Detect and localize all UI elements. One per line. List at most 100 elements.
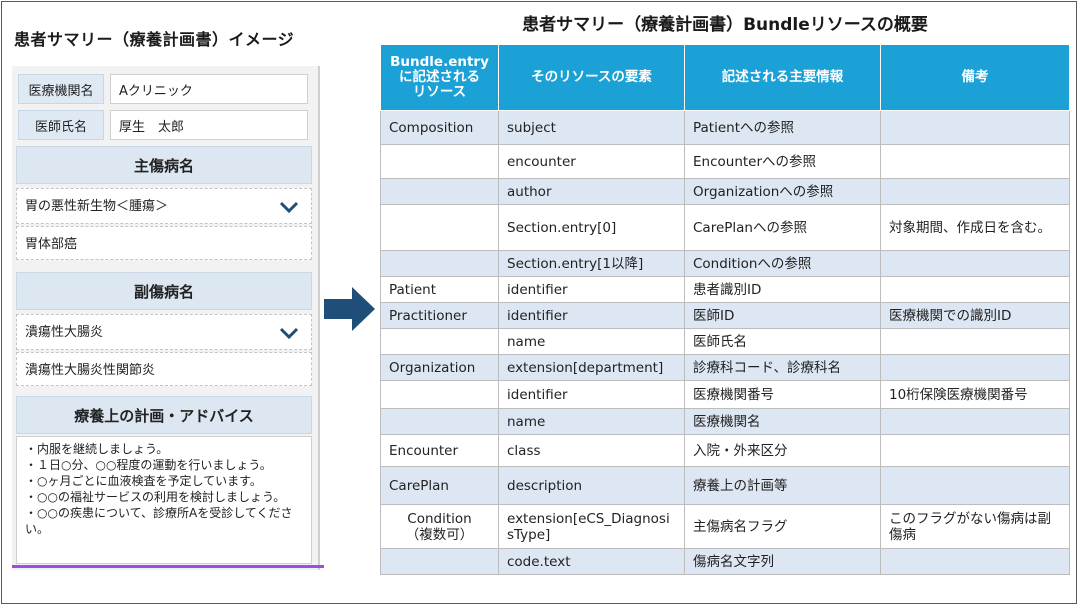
cell-resource (380, 250, 499, 277)
cell-element: encounter (498, 144, 685, 179)
cell-info: Organizationへの参照 (684, 178, 881, 205)
cell-note (880, 328, 1070, 355)
institution-label: 医療機関名 (18, 74, 104, 104)
cell-resource (380, 548, 499, 575)
cell-element: identifier (498, 302, 685, 329)
advice-textarea[interactable]: ・内服を継続しましょう。 ・１日○分、○○程度の運動を行いましょう。 ・○ヶ月ご… (16, 436, 312, 564)
cell-resource: CarePlan (380, 466, 499, 505)
cell-resource: Patient (380, 276, 499, 303)
table-row: Section.entry[0]CarePlanへの参照対象期間、作成日を含む。 (380, 204, 1070, 251)
cell-info: 入院・外来区分 (684, 434, 881, 467)
cell-note (880, 354, 1070, 381)
header-note: 備考 (880, 44, 1070, 111)
cell-info: 療養上の計画等 (684, 466, 881, 505)
cell-note: 10桁保険医療機関番号 (880, 380, 1070, 409)
cell-element: identifier (498, 380, 685, 409)
cell-info: CarePlanへの参照 (684, 204, 881, 251)
doctor-row: 医師氏名 厚生 太郎 (18, 110, 308, 140)
cell-element: name (498, 328, 685, 355)
cell-info: Encounterへの参照 (684, 144, 881, 179)
header-element: そのリソースの要素 (498, 44, 685, 111)
cell-resource (380, 380, 499, 409)
cell-resource (380, 178, 499, 205)
cell-note: 医療機関での識別ID (880, 302, 1070, 329)
cell-element: code.text (498, 548, 685, 575)
cell-resource (380, 144, 499, 179)
cell-element: class (498, 434, 685, 467)
right-title: 患者サマリー（療養計画書）Bundleリソースの概要 (522, 15, 928, 35)
cell-element: extension[eCS_DiagnosisType] (498, 504, 685, 549)
cell-resource (380, 408, 499, 435)
left-title: 患者サマリー（療養計画書）イメージ (14, 30, 295, 49)
panel-underline (12, 565, 324, 568)
chevron-down-icon[interactable] (279, 200, 299, 214)
advice-line: ・内服を継続しましょう。 (25, 442, 169, 456)
table-row: Condition （複数可）extension[eCS_DiagnosisTy… (380, 504, 1070, 549)
advice-line: ・○○の疾患について、診療所Aを受診してください。 (25, 506, 293, 536)
cell-info: 傷病名文字列 (684, 548, 881, 575)
cell-note (880, 548, 1070, 575)
cell-resource: Organization (380, 354, 499, 381)
cell-resource: Practitioner (380, 302, 499, 329)
sub-disease-header: 副傷病名 (16, 272, 312, 310)
cell-info: 医療機関番号 (684, 380, 881, 409)
cell-note (880, 434, 1070, 467)
cell-element: identifier (498, 276, 685, 303)
cell-element: subject (498, 110, 685, 145)
advice-line: ・１日○分、○○程度の運動を行いましょう。 (25, 458, 272, 472)
cell-info: 医師氏名 (684, 328, 881, 355)
cell-note: このフラグがない傷病は副傷病 (880, 504, 1070, 549)
cell-resource: Condition （複数可） (380, 504, 499, 549)
cell-note: 対象期間、作成日を含む。 (880, 204, 1070, 251)
cell-info: 患者識別ID (684, 276, 881, 303)
cell-info: Conditionへの参照 (684, 250, 881, 277)
header-resource: Bundle.entry に記述される リソース (380, 44, 499, 111)
cell-info: 医師ID (684, 302, 881, 329)
sub-disease-select[interactable]: 潰瘍性大腸炎 (16, 314, 312, 350)
cell-info: 医療機関名 (684, 408, 881, 435)
cell-note (880, 250, 1070, 277)
institution-row: 医療機関名 Aクリニック (18, 74, 308, 104)
chevron-down-icon[interactable] (279, 326, 299, 340)
cell-resource: Composition (380, 110, 499, 145)
cell-element: author (498, 178, 685, 205)
cell-info: 診療科コード、診療科名 (684, 354, 881, 381)
bundle-resource-table: Bundle.entry に記述される リソース そのリソースの要素 記述される… (380, 44, 1070, 575)
cell-note (880, 110, 1070, 145)
cell-element: description (498, 466, 685, 505)
main-disease-header: 主傷病名 (16, 146, 312, 184)
doctor-field[interactable]: 厚生 太郎 (110, 110, 308, 140)
main-disease-detail[interactable]: 胃体部癌 (16, 226, 312, 260)
cell-resource: Encounter (380, 434, 499, 467)
institution-field[interactable]: Aクリニック (110, 74, 308, 104)
cell-resource (380, 328, 499, 355)
header-info: 記述される主要情報 (684, 44, 881, 111)
advice-line: ・○○の福祉サービスの利用を検討しましょう。 (25, 490, 286, 504)
sub-disease-detail[interactable]: 潰瘍性大腸炎性関節炎 (16, 352, 312, 386)
cell-info: 主傷病名フラグ (684, 504, 881, 549)
cell-element: extension[department] (498, 354, 685, 381)
table-header-row: Bundle.entry に記述される リソース そのリソースの要素 記述される… (380, 44, 1070, 111)
table-row: Section.entry[1以降]Conditionへの参照 (380, 250, 1070, 277)
cell-element: Section.entry[1以降] (498, 250, 685, 277)
main-disease-select[interactable]: 胃の悪性新生物＜腫瘍＞ (16, 188, 312, 224)
main-disease-select-value: 胃の悪性新生物＜腫瘍＞ (25, 199, 169, 214)
cell-note (880, 466, 1070, 505)
advice-line: ・○ヶ月ごとに血液検査を予定しています。 (25, 474, 262, 488)
doctor-label: 医師氏名 (18, 110, 104, 140)
cell-element: Section.entry[0] (498, 204, 685, 251)
sub-disease-select-value: 潰瘍性大腸炎 (25, 325, 104, 340)
